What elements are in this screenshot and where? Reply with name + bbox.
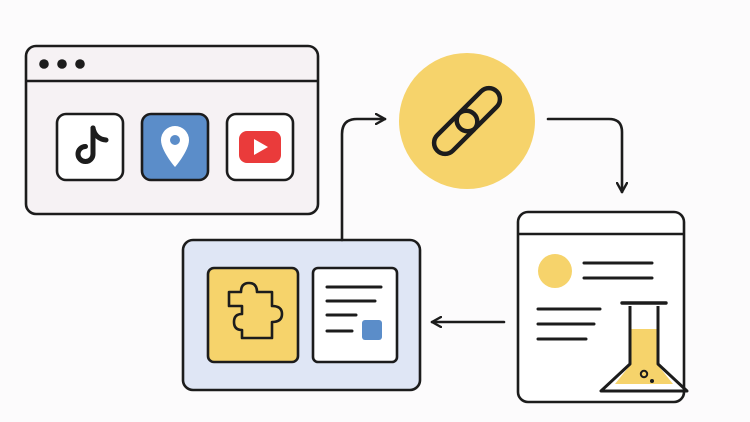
map-pin-icon[interactable] (140, 112, 210, 182)
arrow-panel-to-link (340, 119, 387, 242)
avatar (538, 254, 572, 288)
arrow-link-to-report (546, 117, 622, 194)
chain-link-node (399, 53, 535, 189)
text-lines (536, 261, 654, 341)
youtube-icon[interactable] (225, 112, 295, 182)
plugin-panel-node (181, 238, 422, 392)
chain-link-icon (431, 85, 503, 157)
research-report-node (516, 210, 689, 404)
flask-icon (599, 301, 689, 393)
window-dots (39, 59, 85, 69)
tiktok-icon[interactable] (55, 112, 125, 182)
puzzle-piece-icon (227, 281, 284, 340)
document-tile (311, 266, 399, 364)
puzzle-tile (206, 266, 300, 364)
browser-window-node (24, 44, 320, 216)
